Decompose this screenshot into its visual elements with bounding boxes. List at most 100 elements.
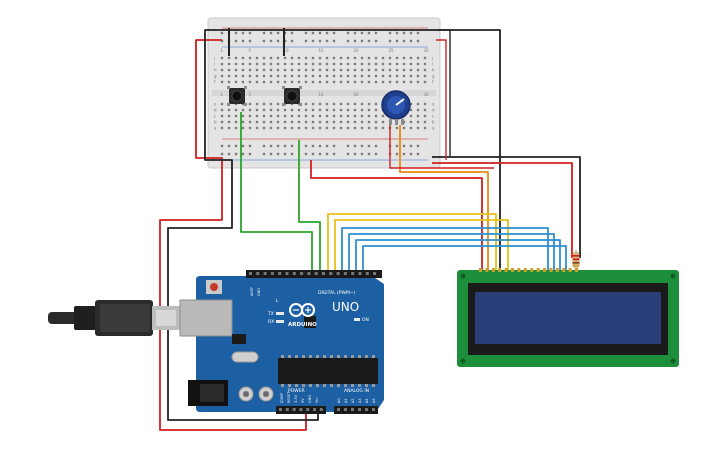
breadboard-hole [297, 62, 301, 66]
crystal [231, 351, 259, 363]
pushbutton-2[interactable] [282, 86, 302, 106]
regulator [232, 334, 246, 344]
chip-pin [337, 355, 340, 358]
breadboard-hole [353, 102, 357, 106]
top-terminal-strip [220, 56, 427, 84]
pushbutton-1[interactable] [227, 86, 247, 106]
breadboard-hole [325, 102, 329, 106]
yellow-wire-rs [327, 213, 497, 272]
breadboard-hole [241, 80, 245, 84]
breadboard-hole [297, 126, 301, 130]
breadboard-hole [402, 56, 406, 60]
lcd-pin [530, 268, 534, 272]
digital-pin [263, 272, 267, 275]
breadboard-hole [374, 120, 378, 124]
breadboard-hole [353, 126, 357, 130]
rail-bridge-black [436, 29, 451, 156]
breadboard-hole [234, 126, 238, 130]
breadboard-hole [283, 120, 287, 124]
analog-pin-label: A1 [344, 398, 348, 403]
chip-pin [323, 384, 326, 387]
breadboard-hole [381, 68, 385, 72]
breadboard-hole [339, 80, 343, 84]
brand-label: ARDUINO [288, 322, 317, 328]
breadboard-hole [304, 102, 308, 106]
breadboard-hole [220, 80, 224, 84]
breadboard-hole [360, 126, 364, 130]
breadboard-hole [402, 68, 406, 72]
breadboard-hole [290, 114, 294, 118]
breadboard-hole [395, 56, 399, 60]
potentiometer[interactable] [381, 90, 411, 125]
rail-hole [346, 31, 350, 35]
breadboard-hole [346, 80, 350, 84]
pot-power-wire [389, 125, 494, 169]
breadboard-hole [297, 56, 301, 60]
column-number: 10 [284, 48, 290, 53]
breadboard-hole [409, 120, 413, 124]
rail-hole [416, 144, 420, 148]
breadboard-hole [262, 56, 266, 60]
power-pin [279, 408, 282, 411]
row-letter: b [214, 120, 217, 125]
breadboard-hole [332, 56, 336, 60]
usb-jack [179, 299, 233, 337]
breadboard-hole [325, 120, 329, 124]
breadboard-hole [416, 108, 420, 112]
analog-pin-label: A4 [365, 398, 369, 403]
lcd-module[interactable] [457, 268, 679, 367]
row-letter: i [214, 62, 215, 67]
rail-hole [332, 152, 336, 156]
rail-hole [325, 39, 329, 43]
breadboard-hole [311, 62, 315, 66]
breadboard-hole [388, 74, 392, 78]
breadboard-hole [381, 120, 385, 124]
breadboard-hole [283, 62, 287, 66]
lcd-pin [549, 268, 553, 272]
breadboard-hole [395, 126, 399, 130]
breadboard-hole [304, 56, 308, 60]
row-letter: g [432, 74, 435, 79]
breadboard-hole [395, 80, 399, 84]
breadboard-hole [409, 62, 413, 66]
rail-hole [367, 152, 371, 156]
breadboard-hole [353, 80, 357, 84]
chip-pin [316, 355, 319, 358]
row-letter: e [214, 102, 217, 107]
rail-hole [402, 31, 406, 35]
rail-hole [220, 152, 224, 156]
lcd-pin [479, 268, 482, 272]
chip-pin [372, 384, 375, 387]
arduino-uno-board[interactable]: TX RX ON L UNO ARDUINO DIGITAL (PWM~) PO… [179, 270, 384, 414]
breadboard-hole [339, 120, 343, 124]
analog-pin [372, 408, 375, 411]
breadboard-hole [304, 114, 308, 118]
chip-pin [365, 384, 368, 387]
lcd-pin [555, 268, 559, 272]
chip-pin [351, 355, 354, 358]
digital-pin [314, 272, 318, 275]
digital-pin [292, 272, 296, 275]
chip-pin [330, 384, 333, 387]
rail-hole [290, 152, 294, 156]
row-letter: i [432, 62, 433, 67]
breadboard-hole [339, 126, 343, 130]
breadboard-hole [297, 68, 301, 72]
blue-wire-d4 [341, 227, 549, 272]
power-pin [285, 408, 289, 411]
breadboard-hole [241, 68, 245, 72]
rail-hole [367, 31, 371, 35]
breadboard-hole [262, 80, 266, 84]
chip-pin [351, 384, 354, 387]
rail-hole [409, 144, 413, 148]
breadboard-hole [346, 68, 350, 72]
breadboard-hole [346, 74, 350, 78]
lcd-pin [498, 268, 502, 272]
rail-hole [360, 31, 364, 35]
analog-pin [365, 408, 368, 411]
rail-hole [353, 144, 357, 148]
breadboard-hole [339, 68, 343, 72]
breadboard-hole [409, 108, 413, 112]
digital-pin [322, 272, 325, 275]
